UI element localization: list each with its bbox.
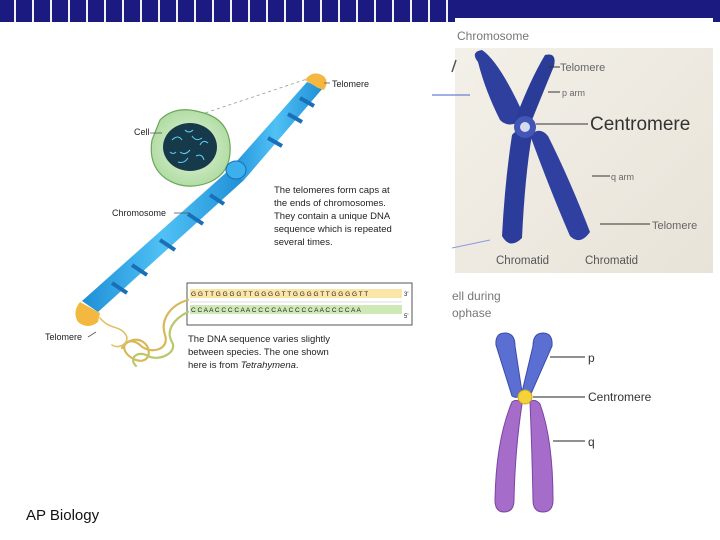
label-centromere: Centromere [588, 390, 652, 404]
caption-top: The telomeres form caps at the ends of c… [274, 185, 392, 248]
caption-top-line-5: several times. [274, 237, 333, 248]
label-chromosome-title: Chromosome [457, 29, 529, 43]
x-chromosome-illustration [474, 50, 590, 244]
strand-end-top: 3' [404, 292, 408, 298]
strand-end-bottom: 5' [404, 314, 408, 320]
caption-bottom-line-3-text: here is from [188, 360, 241, 371]
course-footer: AP Biology [26, 507, 100, 524]
caption-top-line-4: sequence which is repeated [274, 224, 392, 235]
caption-bottom-line-2: between species. The one shown [188, 347, 329, 358]
caption-top-line-2: the ends of chromosomes. [274, 198, 386, 209]
cut-caption-line-1: ell during [452, 289, 501, 303]
label-telomere-bottom: Telomere [45, 332, 82, 342]
label-cell: Cell [134, 127, 150, 137]
label-telomere-top: Telomere [332, 79, 369, 89]
label-telomere-upper: Telomere [560, 62, 605, 74]
caption-bottom: The DNA sequence varies slightly between… [188, 334, 330, 371]
caption-bottom-line-1: The DNA sequence varies slightly [188, 334, 330, 345]
dna-strand-bottom: C C A A C C C C A A C C C C A A C C C C … [191, 307, 361, 314]
cut-caption-line-2: ophase [452, 306, 492, 320]
label-q: q [588, 435, 595, 449]
caption-top-line-1: The telomeres form caps at [274, 185, 390, 196]
dna-helix-illustration [99, 298, 190, 368]
label-chromatid-left: Chromatid [496, 255, 549, 267]
chromosome-structure-figure: Chromosome Telomere p arm Centromere q a… [432, 18, 713, 273]
label-p-arm: p arm [562, 88, 585, 98]
telomere-figure: G G T T G G G G T T G G G G T T G G G G … [45, 73, 413, 371]
caption-top-line-3: They contain a unique DNA [274, 211, 391, 222]
label-p: p [588, 351, 595, 365]
chromosome-arms-figure: p Centromere q [494, 332, 652, 513]
label-chromatid-right: Chromatid [585, 255, 638, 267]
dna-strand-top: G G T T G G G G T T G G G G T T G G G G … [191, 291, 368, 298]
dna-sequence-box: G G T T G G G G T T G G G G T T G G G G … [186, 282, 413, 326]
label-centromere-large: Centromere [590, 114, 690, 135]
label-telomere-lower: Telomere [652, 220, 697, 232]
cell-illustration [150, 109, 231, 187]
species-name: Tetrahymena [241, 360, 296, 371]
chromosome-illustration [75, 73, 327, 326]
title-bar-decoration-end [452, 0, 720, 22]
label-chromosome: Chromosome [112, 208, 166, 218]
label-q-arm: q arm [611, 172, 634, 182]
caption-bottom-period: . [296, 360, 299, 371]
caption-bottom-line-3: here is from Tetrahymena. [188, 360, 299, 371]
